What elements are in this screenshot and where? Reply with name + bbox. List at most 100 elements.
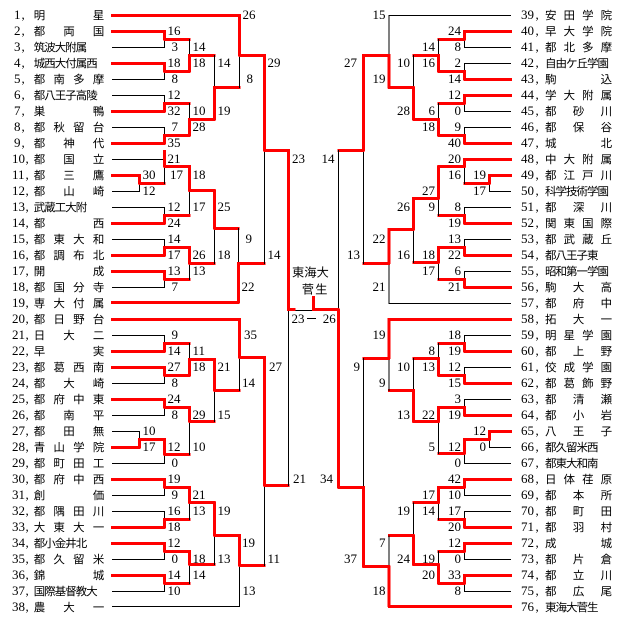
svg-text:48: 48 [521,151,534,166]
svg-text:13: 13 [448,231,461,246]
svg-text:23: 23 [292,311,305,326]
svg-text:,: , [536,135,539,150]
svg-text:,: , [536,263,539,278]
svg-text:9: 9 [429,199,436,214]
svg-text:10: 10 [168,583,181,598]
svg-text:,: , [26,455,29,470]
svg-text:10: 10 [397,55,410,70]
svg-text:27: 27 [344,55,358,70]
svg-text:19: 19 [373,71,386,86]
svg-text:8: 8 [455,583,462,598]
svg-text:,: , [536,439,539,454]
svg-text:10: 10 [397,359,410,374]
svg-text:,: , [22,39,25,54]
svg-text:52: 52 [521,215,534,230]
svg-text:19: 19 [218,503,231,518]
svg-text:,: , [536,327,539,342]
svg-text:,: , [536,279,539,294]
svg-text:26: 26 [243,7,257,22]
svg-text:19: 19 [168,471,181,486]
svg-text:,: , [26,567,29,582]
svg-text:11: 11 [12,167,25,182]
svg-text:62: 62 [521,375,534,390]
svg-text:,: , [22,23,25,38]
svg-text:21: 21 [168,151,181,166]
svg-text:18: 18 [168,519,181,534]
svg-text:29: 29 [12,455,25,470]
svg-text:10: 10 [12,151,25,166]
svg-text:,: , [536,551,539,566]
svg-text:,: , [536,391,539,406]
svg-text:0: 0 [455,455,462,470]
svg-text:12: 12 [473,423,486,438]
svg-text:9: 9 [14,135,21,150]
svg-text:19: 19 [448,407,461,422]
svg-text:18: 18 [193,167,206,182]
svg-text:,: , [22,135,25,150]
svg-text:7: 7 [172,279,179,294]
svg-text:,: , [22,71,25,86]
svg-text:9: 9 [455,119,462,134]
svg-text:27: 27 [12,423,26,438]
svg-text:58: 58 [521,311,534,326]
svg-text:,: , [26,151,29,166]
svg-text:,: , [26,487,29,502]
svg-text:,: , [26,199,29,214]
svg-text:,: , [536,231,539,246]
svg-text:13: 13 [422,359,435,374]
svg-text:22: 22 [242,279,255,294]
svg-text:,: , [536,151,539,166]
svg-text:15: 15 [218,407,231,422]
svg-text:35: 35 [168,135,181,150]
svg-text:20: 20 [448,151,461,166]
svg-text:13: 13 [218,551,231,566]
svg-text:2: 2 [14,23,21,38]
svg-text:16: 16 [168,23,182,38]
svg-text:20: 20 [12,311,25,326]
svg-text:16: 16 [422,55,436,70]
svg-text:37: 37 [12,583,26,598]
svg-text:24: 24 [448,23,462,38]
svg-text:32: 32 [168,103,181,118]
svg-text:16: 16 [448,167,462,182]
svg-text:17: 17 [422,263,436,278]
svg-text:,: , [536,7,539,22]
svg-text:74: 74 [521,567,535,582]
svg-text:14: 14 [268,247,282,262]
svg-text:5: 5 [429,439,436,454]
svg-text:33: 33 [12,519,25,534]
svg-text:,: , [22,103,25,118]
svg-text:36: 36 [12,567,26,582]
svg-text:,: , [536,199,539,214]
svg-text:16: 16 [12,247,26,262]
svg-text:13: 13 [243,583,256,598]
svg-text:14: 14 [422,39,436,54]
svg-text:17: 17 [143,439,157,454]
svg-text:31: 31 [12,487,25,502]
svg-text:,: , [26,359,29,374]
svg-text:61: 61 [521,359,534,374]
svg-text:73: 73 [521,551,534,566]
svg-text:1: 1 [14,7,21,22]
svg-text:6: 6 [455,263,462,278]
svg-text:45: 45 [521,103,534,118]
svg-text:,: , [26,599,29,614]
svg-text:70: 70 [521,503,534,518]
svg-text:2: 2 [455,55,462,70]
svg-text:,: , [26,503,29,518]
svg-text:9: 9 [379,375,386,390]
svg-text:18: 18 [193,359,206,374]
svg-text:64: 64 [521,407,535,422]
svg-text:19: 19 [397,503,410,518]
svg-text:16: 16 [168,503,182,518]
svg-text:6: 6 [14,87,21,102]
svg-text:13: 13 [12,199,25,214]
svg-text:12: 12 [168,439,181,454]
svg-text:17: 17 [448,503,462,518]
svg-text:27: 27 [422,183,436,198]
svg-text:,: , [536,23,539,38]
svg-text:7: 7 [172,119,179,134]
svg-text:11: 11 [268,551,281,566]
svg-text:14: 14 [168,343,182,358]
svg-text:60: 60 [521,343,534,358]
